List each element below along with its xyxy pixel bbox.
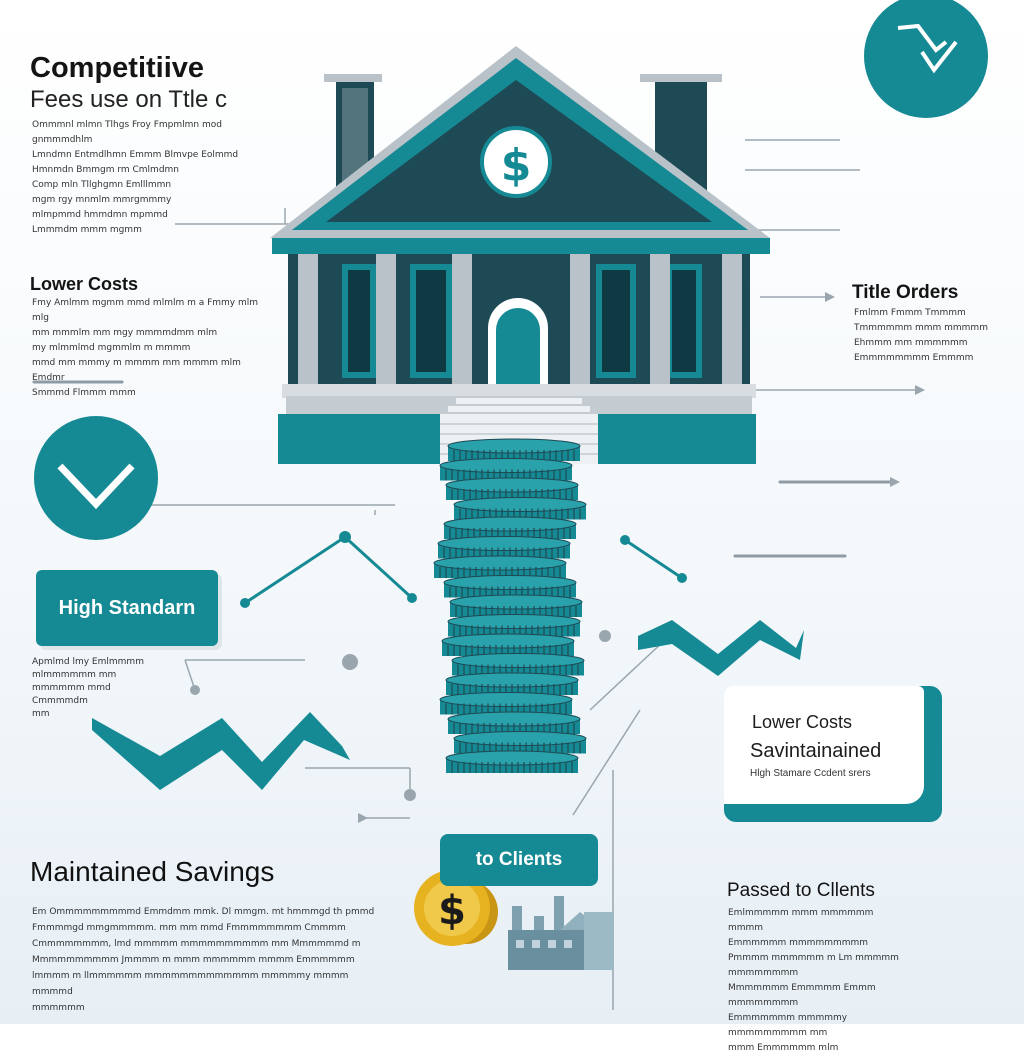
pill-lines	[32, 380, 892, 558]
trend-dots-right	[620, 535, 687, 583]
maintained-savings-body: Em Ommmmmmmmmd Emmdmm mmk. Dl mmgm. mt h…	[32, 907, 375, 1013]
trend-line-right	[624, 538, 683, 580]
lower-costs-title: Lower Costs	[30, 274, 139, 294]
trend-line-left	[244, 535, 414, 605]
chevron-check-icon	[34, 416, 158, 540]
dollar-sign-glyph: $	[501, 140, 532, 191]
high-standard-label: High Standarn	[58, 596, 196, 619]
trend-dots-left	[240, 531, 417, 608]
competitive-body: Ommmnl mlmn Tlhgs Froy Fmpmlmn mod gnmmm…	[32, 120, 239, 235]
title-orders-body: Fmlmm Fmmm Tmmmm Tmmmmmm mmm mmmmm Ehmmm…	[854, 308, 988, 363]
passed-to-clients-title: Passed to Cllents	[727, 880, 875, 901]
left-small-text: Apmlmd lmy Emlmmmm mlmmmmmm mm mmmmmm mm…	[32, 657, 144, 719]
bank-building-icon: $	[270, 46, 770, 464]
right-badge: Lower Costs Savintainained Hlgh Stamare …	[724, 686, 942, 822]
gold-dollar-coin-icon: $	[414, 870, 498, 946]
right-badge-line3: Hlgh Stamare Ccdent srers	[750, 768, 871, 779]
infographic-graphics: $	[32, 0, 988, 1010]
title-orders-title: Title Orders	[852, 282, 959, 303]
passed-to-clients-body: Emlmmmmm mmm mmmmmm mmmm Emmmmmm mmmmmmm…	[728, 908, 899, 1053]
competitive-subtitle: Fees use on Ttle c	[30, 86, 227, 113]
right-badge-line1: Lower Costs	[752, 712, 853, 732]
arrow-heads	[358, 292, 925, 823]
to-clients-label: to Clients	[475, 849, 563, 870]
high-standard-badge: High Standarn	[36, 570, 218, 646]
zigzag-left	[92, 712, 350, 790]
right-badge-line2: Savintainained	[750, 740, 882, 762]
gray-dots	[190, 630, 611, 801]
svg-text:$: $	[438, 888, 466, 934]
competitive-title: Competitiive	[30, 52, 205, 84]
factory-icon	[508, 896, 614, 970]
maintained-savings-title: Maintained Savings	[30, 856, 275, 887]
right-badge-inner	[724, 686, 924, 804]
dollar-circle-icon	[480, 126, 552, 198]
trend-arrow-icon	[864, 0, 988, 118]
lower-costs-body: Fmy Amlmm mgmm mmd mlmlm m a Fmmy mlm ml…	[32, 298, 259, 398]
coin-stack-icon	[433, 438, 587, 773]
zigzag-right	[638, 620, 804, 676]
to-clients-badge: to Clients	[440, 834, 598, 886]
connector-lines	[150, 80, 915, 1010]
